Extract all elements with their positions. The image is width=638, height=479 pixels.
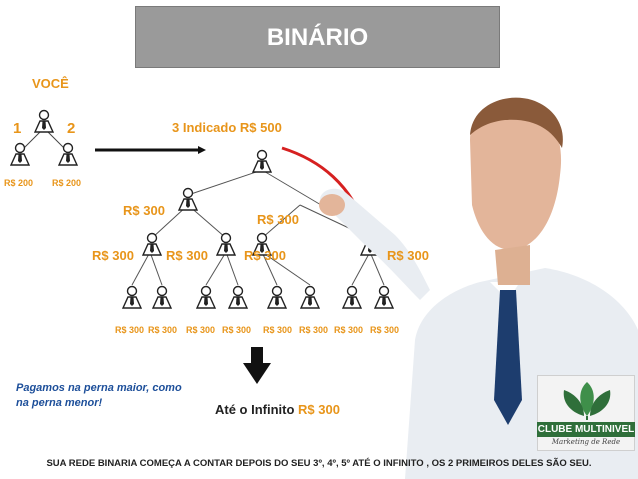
level3-value: R$ 300 <box>263 325 293 335</box>
person-icon <box>10 142 30 166</box>
person-icon <box>142 232 162 256</box>
level1-value: R$ 300 <box>123 203 165 218</box>
infinito-label: Até o Infinito <box>215 402 299 417</box>
left-node-label-1: 1 <box>13 120 22 137</box>
person-icon <box>374 285 394 309</box>
level3-value: R$ 300 <box>222 325 252 335</box>
level3-value: R$ 300 <box>115 325 145 335</box>
person-icon <box>300 285 320 309</box>
logo-title: CLUBE MULTINIVEL <box>537 422 635 437</box>
person-icon <box>152 285 172 309</box>
person-icon <box>267 285 287 309</box>
level3-value: R$ 300 <box>299 325 329 335</box>
level3-value: R$ 300 <box>370 325 400 335</box>
person-icon <box>178 187 198 211</box>
level1-value: R$ 300 <box>257 212 299 227</box>
level3-value: R$ 300 <box>334 325 364 335</box>
logo-subtitle: Marketing de Rede <box>551 438 621 446</box>
voce-label: VOCÊ <box>32 76 69 91</box>
infinito-text: Até o Infinito R$ 300 <box>215 402 340 417</box>
leaf-logo-icon <box>563 382 611 420</box>
person-icon <box>122 285 142 309</box>
person-icon <box>252 149 272 173</box>
person-icon <box>216 232 236 256</box>
level3-value: R$ 300 <box>148 325 178 335</box>
level2-value: R$ 300 <box>166 248 208 263</box>
person-icon <box>196 285 216 309</box>
level3-value: R$ 300 <box>186 325 216 335</box>
person-icon <box>228 285 248 309</box>
person-icon <box>58 142 78 166</box>
person-icon <box>34 109 54 133</box>
note-line-2: na perna menor! <box>16 397 103 409</box>
left-node-value-2: R$ 200 <box>52 178 82 188</box>
down-arrow-icon <box>243 347 271 384</box>
footer-text: SUA REDE BINARIA COMEÇA A CONTAR DEPOIS … <box>46 458 592 469</box>
person-icon <box>342 285 362 309</box>
title-box <box>135 6 500 68</box>
page-title: BINÁRIO <box>266 24 369 51</box>
indicado-label: 3 Indicado R$ 500 <box>172 120 282 135</box>
tree-connectors <box>131 169 385 286</box>
level2-value: R$ 300 <box>387 248 429 263</box>
infinito-value: R$ 300 <box>298 402 340 417</box>
logo-box <box>537 375 635 451</box>
note-line-1: Pagamos na perna maior, como <box>16 382 182 394</box>
level2-value: R$ 300 <box>92 248 134 263</box>
left-node-label-2: 2 <box>67 120 76 137</box>
arrow-right-icon <box>95 146 206 154</box>
level2-value: R$ 300 <box>244 248 286 263</box>
left-node-value-1: R$ 200 <box>4 178 34 188</box>
